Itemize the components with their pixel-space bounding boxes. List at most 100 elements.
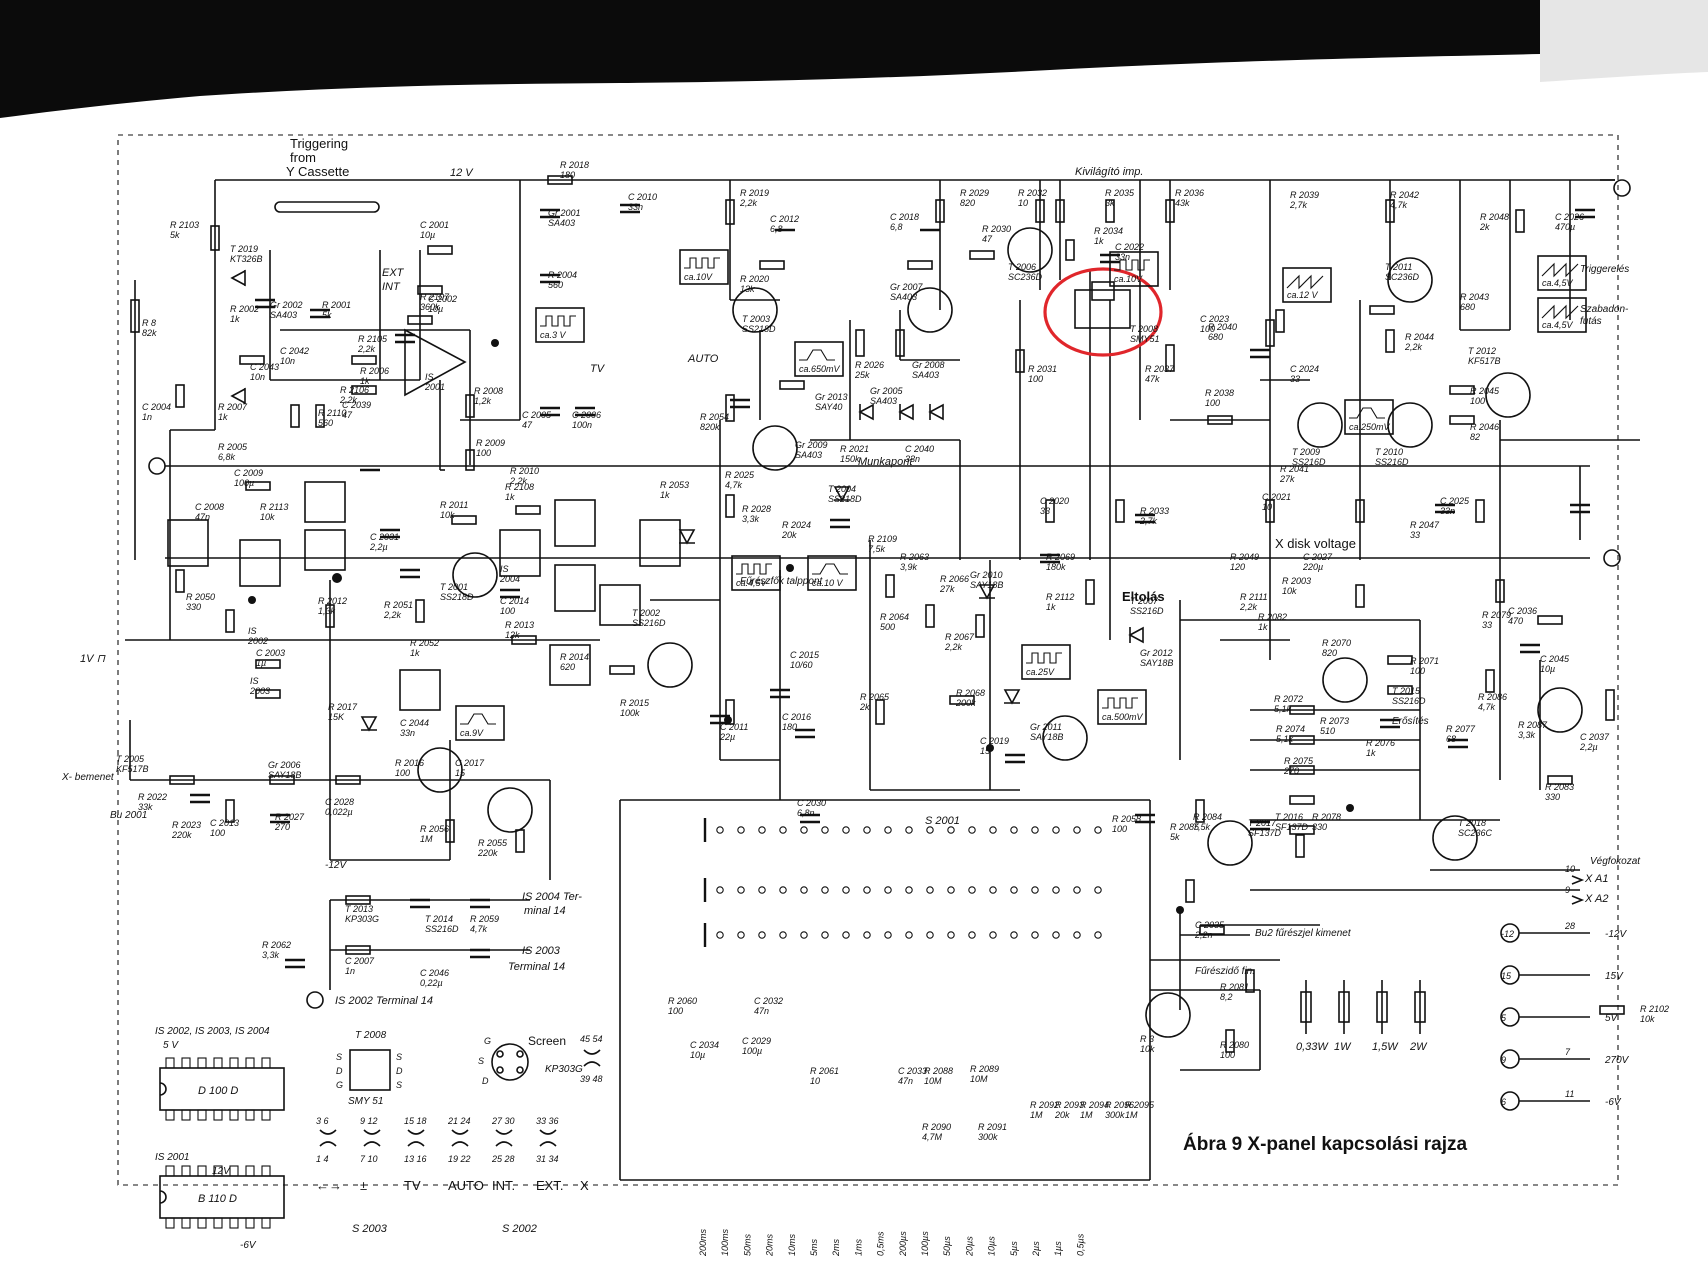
waveform-box: ca.650mV [794,341,844,377]
out-term-num: 10 [1565,864,1575,874]
diodes [230,269,1144,732]
t2008-pin: S [396,1080,402,1090]
switch-pins-bottom: 25 28 [491,1154,515,1164]
t2013-pinout: KP303G G S D [478,1036,583,1086]
waveform-amplitude: ca.3 V [540,330,567,340]
ic-pinouts: IS 2002, IS 2003, IS 2004 5 V D 100 D IS… [155,1026,285,1251]
switch-group-name: INT. [492,1178,515,1193]
switch-pins-bottom: 1 4 [316,1154,329,1164]
switch-pins-top: 9 12 [360,1116,378,1126]
label-from: from [290,150,316,165]
out-term-label: X A2 [1584,893,1608,905]
out-term-num: 9 [1565,885,1570,895]
supply-node: -12 [1501,929,1514,939]
waveform-amplitude: ca.4,5V [1542,278,1574,288]
switch-pins-bottom: 31 34 [536,1154,559,1164]
t2008-title: T 2008 [355,1030,387,1041]
diagram-caption: Ábra 9 X-panel kapcsolási rajza [1183,1133,1468,1155]
t2013-part: KP303G [545,1064,583,1075]
supply-node: 15 [1501,971,1512,981]
label-triggereles: Triggerelés [1580,264,1629,275]
label-szabadon1: Szabadon- [1580,304,1629,315]
t2013-pin: S [478,1056,484,1066]
waveform-amplitude: ca.9V [460,728,484,738]
timebase-label: 50ms [742,1233,752,1256]
waveform-box: ca.10V [679,249,729,285]
label-int: INT [382,281,401,293]
switch-group-name: EXT. [536,1178,563,1193]
waveform-box: ca.4,5V [731,555,781,591]
logic-gates [167,201,681,711]
switch-pins-bottom: 39 48 [580,1074,603,1084]
waveform-amplitude: ca.4,5V [1542,320,1574,330]
t2013-pin: D [482,1076,489,1086]
label-s2003: S 2003 [352,1223,388,1235]
label-s2002: S 2002 [502,1223,537,1235]
waveform-box: ca.4,5V [1537,255,1587,291]
timebase-label: 2ms [831,1238,841,1257]
scan-shadow [0,0,1540,118]
label-is2004-term1: IS 2004 Ter- [522,891,582,903]
timebase-label: 0,5ms [876,1231,886,1256]
label-12v: 12 V [450,167,474,179]
label-x-bemenet: X- bemenet [61,772,115,783]
